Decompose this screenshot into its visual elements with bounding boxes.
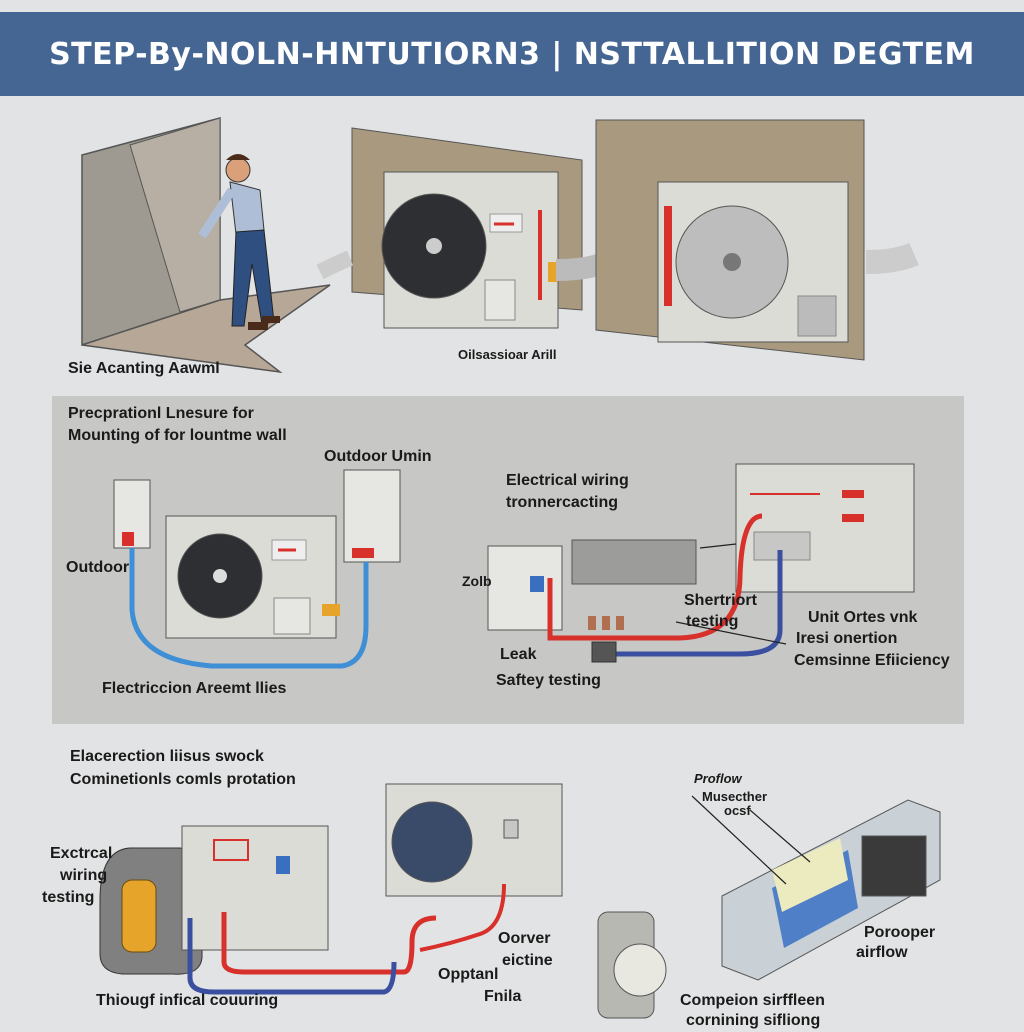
- label-owner-line1: Oorver: [498, 930, 551, 947]
- filter-section: [772, 838, 848, 912]
- label-safety-testing: Saftey testing: [496, 672, 601, 689]
- hot-line-bottom: [221, 912, 437, 975]
- cold-line-bottom: [187, 918, 397, 995]
- label-unit-line2: Iresi onertion: [796, 630, 898, 647]
- label-optional-line1: Opptanl: [438, 966, 499, 983]
- label-wiring-testing-line2: wiring: [60, 867, 108, 884]
- label-unit-line3: Cemsinne Efiiciency: [794, 652, 950, 669]
- label-unit-line1: Unit Ortes vnk: [808, 609, 918, 626]
- label-shorting-line2: testing: [686, 613, 739, 630]
- label-leak: Leak: [500, 646, 537, 663]
- thermostat-housing: [99, 847, 203, 975]
- caption-drill: Oilsassioar Arill: [458, 347, 557, 362]
- label-wiring-testing-line3: testing: [42, 889, 95, 906]
- section-3-heading-line2: Cominetionls comls protation: [70, 771, 296, 788]
- label-electric-lines: Flectriccion Areemt llies: [102, 680, 287, 697]
- label-wiring-line2: tronnercacting: [506, 494, 619, 511]
- label-coupling: Thiougf infical couuring: [96, 992, 279, 1009]
- condenser-fan-icon: [391, 801, 473, 883]
- section-3-heading-line1: Elacerection liisus swock: [70, 748, 264, 765]
- section-1-illustrations: [81, 117, 919, 374]
- label-proflow-line3: ocsf: [724, 803, 751, 818]
- label-proflow-line1: Proflow: [694, 771, 742, 786]
- label-wiring-line1: Electrical wiring: [506, 472, 629, 489]
- section-2-heading-line1: Precprationl Lnesure for: [68, 405, 254, 422]
- label-owner-line2: eictine: [502, 952, 553, 969]
- air-grille: [861, 835, 927, 897]
- label-outdoor: Outdoor: [66, 559, 130, 576]
- label-optional-line2: Fnila: [484, 988, 522, 1005]
- indoor-condenser-scene: [99, 783, 563, 995]
- air-handler: [181, 825, 329, 951]
- blue-duct: [772, 850, 858, 948]
- worker-figure: [198, 154, 280, 330]
- indoor-unit-mounted: [595, 119, 919, 361]
- section-2-heading-line2: Mounting of for lountme wall: [68, 427, 287, 444]
- label-zone: Zolb: [462, 573, 492, 589]
- wall-mounting-scene: [81, 117, 331, 374]
- small-fan-icon: [613, 943, 667, 997]
- thermostat-core: [121, 879, 157, 953]
- label-proflow-line2: Musecther: [702, 789, 768, 804]
- label-bottom-line1: Compeion sirffleen: [680, 992, 825, 1009]
- title-banner: STEP-By-NOLN-HNTUTIORN3 | NSTTALLITION D…: [0, 12, 1024, 96]
- caption-wall-mounting: Sie Acanting Aawml: [68, 360, 220, 377]
- outdoor-unit-on-wall: [316, 127, 619, 329]
- label-shorting-line1: Shertriort: [684, 592, 757, 609]
- label-wiring-testing-line1: Exctrcal: [50, 845, 113, 862]
- label-proper-airflow-line1: Porooper: [864, 924, 936, 941]
- airflow-scene: [597, 795, 941, 1019]
- diagram-title: STEP-By-NOLN-HNTUTIORN3 | NSTTALLITION D…: [49, 36, 975, 72]
- label-bottom-line2: cornining sifliong: [686, 1012, 821, 1029]
- label-outdoor-unit: Outdoor Umin: [324, 448, 432, 465]
- label-proper-airflow-line2: airflow: [856, 944, 908, 961]
- outdoor-condenser: [385, 783, 563, 897]
- small-condenser: [597, 911, 655, 1019]
